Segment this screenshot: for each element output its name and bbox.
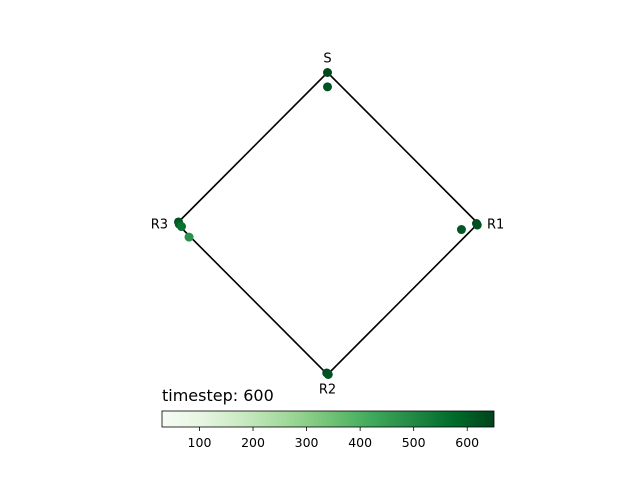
colorbar-tick-label-400: 400 — [348, 435, 372, 450]
colorbar-gradient — [161, 410, 495, 428]
data-point-8 — [184, 232, 194, 242]
points-group — [174, 68, 482, 379]
node-label-S: S — [323, 52, 331, 67]
colorbar-tick-label-200: 200 — [241, 435, 265, 450]
colorbar-ticks: 100 200 300 400 500 600 — [188, 427, 479, 450]
data-point-7 — [177, 222, 187, 232]
data-point-10 — [323, 370, 333, 379]
colorbar-tick-label-300: 300 — [295, 435, 319, 450]
colorbar: 100 200 300 400 500 600 — [161, 410, 495, 450]
colorbar-tick-label-100: 100 — [188, 435, 212, 450]
data-point-3 — [472, 220, 482, 230]
node-label-R1: R1 — [487, 218, 504, 233]
edge-R2-R3 — [176, 222, 329, 376]
edge-R1-R2 — [326, 222, 479, 376]
chart-title: timestep: 600 — [162, 386, 274, 405]
edge-S-R1 — [326, 71, 479, 225]
colorbar-tick-label-600: 600 — [455, 435, 479, 450]
node-label-R3: R3 — [151, 218, 168, 233]
data-point-0 — [323, 68, 332, 77]
node-label-R2: R2 — [319, 383, 336, 398]
colorbar-tick-label-500: 500 — [402, 435, 426, 450]
edges-group — [176, 71, 479, 376]
data-point-4 — [456, 225, 466, 235]
edge-R3-S — [176, 71, 329, 225]
data-point-1 — [323, 82, 332, 92]
